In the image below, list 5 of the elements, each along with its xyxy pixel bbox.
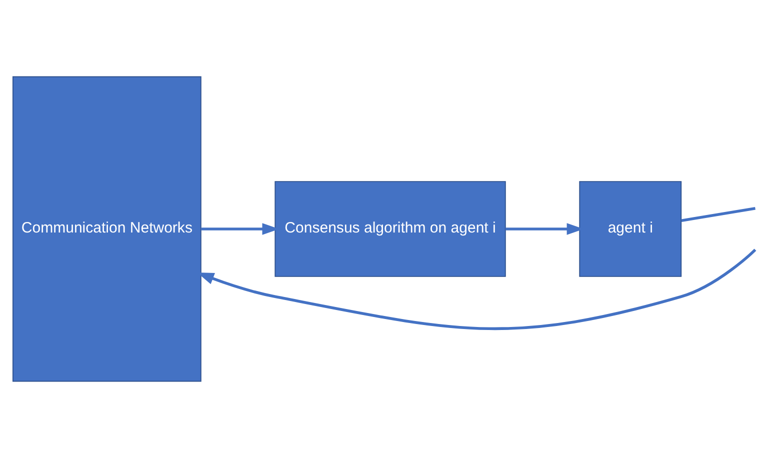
node-box: agent i (579, 180, 682, 276)
node-box: Communication Networks (12, 76, 202, 382)
arrow (197, 248, 756, 330)
node-box: Consensus algorithm on agent i (274, 180, 506, 276)
connector (681, 206, 756, 222)
